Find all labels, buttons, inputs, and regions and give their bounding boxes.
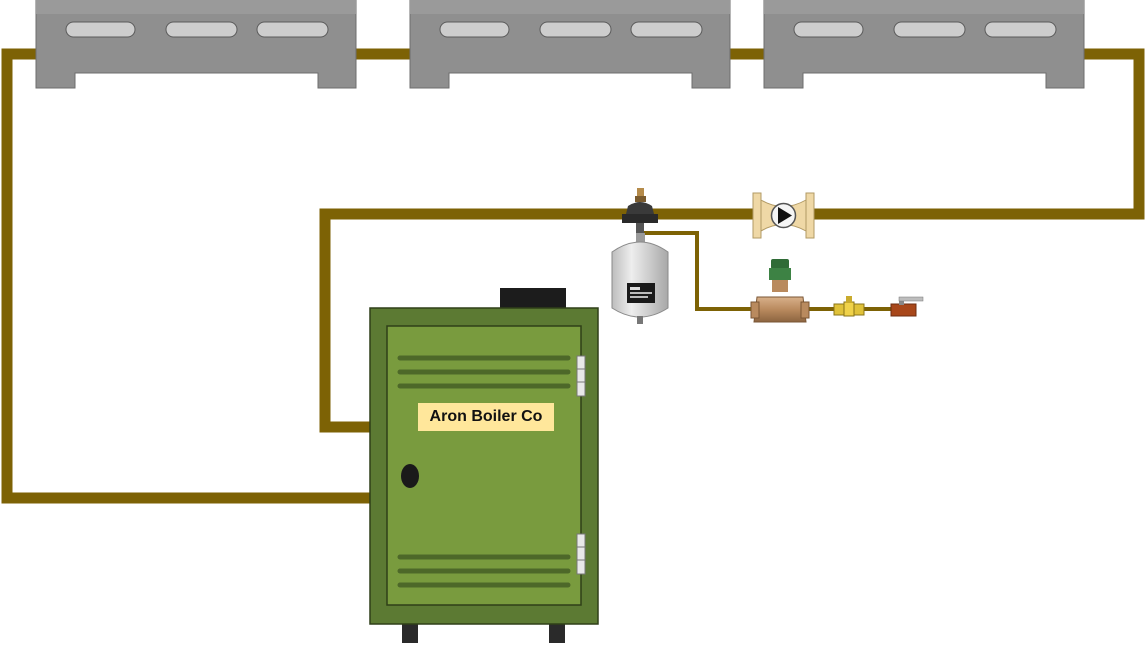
supply-return-piping <box>1 48 1145 504</box>
boiler-label: Aron Boiler Co <box>418 403 554 431</box>
baseboard-heater-2 <box>409 0 731 89</box>
pressure-reducing-valve-icon <box>750 259 810 323</box>
air-vent-icon <box>622 188 658 235</box>
baseboard-heater-3 <box>763 0 1085 89</box>
boiler-vents-bottom <box>397 554 571 588</box>
door-hinge-top <box>576 355 586 397</box>
boiler <box>369 288 599 643</box>
circulator-pump-icon <box>752 192 815 239</box>
backflow-check-valve-icon <box>833 296 865 317</box>
baseboard-heater-1 <box>35 0 357 89</box>
door-hinge-bottom <box>576 533 586 575</box>
boiler-vents-top <box>397 355 571 389</box>
door-knob <box>401 464 419 488</box>
ball-valve-icon <box>890 296 924 317</box>
expansion-tank-icon <box>611 233 669 324</box>
